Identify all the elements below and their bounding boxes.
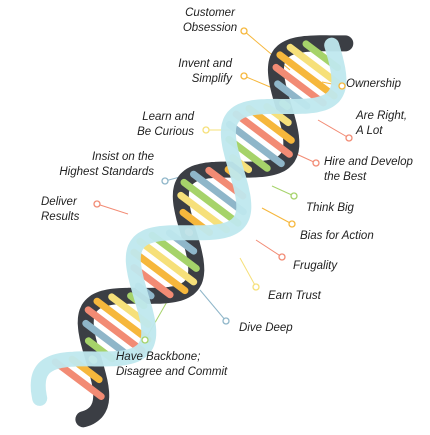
label-ownership: Ownership (346, 78, 401, 90)
base-pair-rung (272, 63, 327, 107)
label-have-backbone: Have Backbone;Disagree and Commit (116, 351, 228, 378)
label-dot (141, 336, 149, 344)
label-dot (161, 177, 169, 185)
light-strand-ribbon (30, 37, 347, 406)
label-dot (240, 27, 248, 35)
leader-line (239, 257, 257, 288)
leader-line (255, 239, 283, 258)
label-dive-deep: Dive Deep (239, 322, 293, 334)
base-pair-rung (225, 120, 285, 168)
base-pair-rung (136, 237, 198, 286)
label-are-right-a-lot: Are Right,A Lot (356, 110, 408, 137)
base-pair-rung (276, 51, 338, 100)
leader-line (317, 119, 350, 139)
base-pair-rung (190, 170, 247, 216)
base-pair-rung (232, 110, 293, 158)
leader-line (199, 289, 227, 322)
label-dots (93, 27, 353, 344)
label-dot (240, 72, 248, 80)
light-strand (30, 37, 347, 406)
base-pair-rung (180, 178, 242, 227)
label-dot (288, 220, 296, 228)
base-pair-rung (93, 297, 152, 344)
base-pair-rung (286, 43, 343, 88)
leader-line (271, 185, 295, 197)
label-dot (338, 82, 346, 90)
label-dot (312, 159, 320, 167)
label-dot (345, 134, 353, 142)
label-dot (93, 200, 101, 208)
base-pair-rungs (51, 40, 343, 400)
leader-line (261, 207, 293, 225)
label-dot (290, 192, 298, 200)
label-frugality: Frugality (293, 260, 338, 272)
label-dot (278, 253, 286, 261)
base-pair-rung (130, 248, 189, 295)
label-dot (222, 317, 230, 325)
label-dot (252, 283, 260, 291)
leader-line (96, 203, 129, 215)
label-bias-for-action: Bias for Action (300, 230, 374, 242)
base-pair-rung (84, 306, 146, 354)
label-earn-trust: Earn Trust (268, 290, 321, 302)
label-think-big: Think Big (306, 202, 354, 214)
label-dot (202, 126, 210, 134)
